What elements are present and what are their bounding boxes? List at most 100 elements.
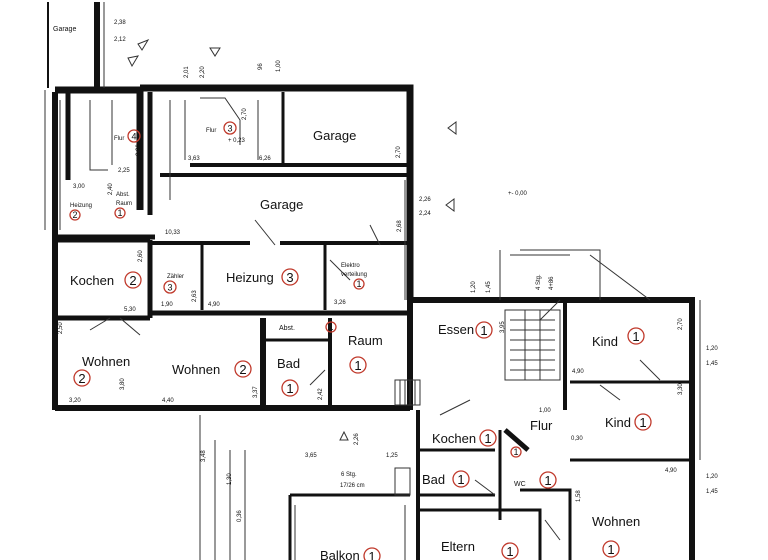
dim-label: 2,26 xyxy=(354,433,360,445)
dim-label: 0,30 xyxy=(571,436,583,442)
exterior-walls xyxy=(47,2,695,560)
dim-label: 5,30 xyxy=(124,307,136,313)
svg-text:2: 2 xyxy=(129,273,136,288)
svg-text:1: 1 xyxy=(506,544,513,559)
unit-marker: 1 xyxy=(501,542,519,560)
svg-text:4: 4 xyxy=(131,132,136,142)
room-label-wc: WC xyxy=(514,481,526,488)
room-label-wohnen-center: Wohnen xyxy=(172,362,220,377)
dim-label: 2,50 xyxy=(58,322,64,334)
unit-markers: 4 3 2 1 2 3 3 1 2 2 1 1 1 1 1 1 1 1 1 1 … xyxy=(69,121,652,560)
room-label-elektro-1: Elektro xyxy=(341,263,360,269)
room-label-wohnen-right: Wohnen xyxy=(592,514,640,529)
room-label-kind-bottom: Kind xyxy=(605,415,631,430)
svg-text:1: 1 xyxy=(544,473,551,488)
unit-marker: 1 xyxy=(349,356,367,374)
room-label-heizung-small: Heizung xyxy=(70,203,92,209)
unit-marker: 1 xyxy=(114,207,126,219)
dim-label: 1,45 xyxy=(486,281,492,293)
dim-label: 3,37 xyxy=(253,386,259,398)
dim-label: 2,70 xyxy=(242,108,248,120)
room-label-garage-top-left: Garage xyxy=(53,26,76,33)
unit-marker: 1 xyxy=(363,547,381,560)
svg-text:1: 1 xyxy=(286,381,293,396)
svg-text:1: 1 xyxy=(328,322,333,332)
room-label-kind-top: Kind xyxy=(592,334,618,349)
dim-label: 1,58 xyxy=(576,490,582,502)
dim-label: 2,70 xyxy=(396,146,402,158)
dim-label: + 0,23 xyxy=(228,138,246,144)
unit-marker: 1 xyxy=(602,540,620,558)
unit-marker: 1 xyxy=(479,429,497,447)
dim-label: 1,30 xyxy=(227,473,233,485)
dim-label: 2,42 xyxy=(318,388,324,400)
room-label-flur-right: Flur xyxy=(530,418,553,433)
dim-label: 2,60 xyxy=(138,250,144,262)
dim-label: 4,40 xyxy=(162,398,174,404)
dim-label: 0,36 xyxy=(237,510,243,522)
unit-marker: 1 xyxy=(452,470,470,488)
unit-marker: 1 xyxy=(510,446,522,458)
svg-text:1: 1 xyxy=(607,542,614,557)
svg-text:1: 1 xyxy=(484,431,491,446)
dim-label: 2,38 xyxy=(114,20,126,26)
room-label-eltern: Eltern xyxy=(441,539,475,554)
room-label-abst-raum-1: Abst. xyxy=(116,192,130,198)
dim-label: 4+86 xyxy=(549,276,555,290)
dim-label: 2,20 xyxy=(200,66,206,78)
svg-text:3: 3 xyxy=(167,283,172,293)
dim-label: 4 Stg. xyxy=(536,274,542,290)
room-labels: Garage Flur Flur Garage Garage Heizung A… xyxy=(53,26,640,560)
room-label-essen: Essen xyxy=(438,322,474,337)
room-label-wohnen-left: Wohnen xyxy=(82,354,130,369)
svg-text:1: 1 xyxy=(354,358,361,373)
dim-label: 3,30 xyxy=(678,383,684,395)
svg-text:3: 3 xyxy=(227,124,232,134)
dim-label: 6 Stg. xyxy=(341,472,357,478)
room-label-garage-top-right: Garage xyxy=(313,128,356,143)
dim-label: +- 0,00 xyxy=(508,191,528,197)
svg-text:2: 2 xyxy=(239,362,246,377)
unit-marker: 2 xyxy=(234,360,252,378)
dim-label: 2,40 xyxy=(108,183,114,195)
room-label-kochen-right: Kochen xyxy=(432,431,476,446)
unit-marker: 1 xyxy=(281,379,299,397)
svg-text:2: 2 xyxy=(72,210,77,220)
construction-lines xyxy=(44,2,701,560)
dim-label: 1,00 xyxy=(276,60,282,72)
dim-label: 1,20 xyxy=(706,474,718,480)
elevation-markers xyxy=(127,38,457,441)
dim-label: 3,26 xyxy=(334,300,346,306)
dim-label: 1,20 xyxy=(471,281,477,293)
svg-text:1: 1 xyxy=(480,323,487,338)
dim-label: 4,90 xyxy=(665,468,677,474)
room-label-flur3: Flur xyxy=(206,128,216,134)
dim-label: 2,25 xyxy=(118,168,130,174)
svg-text:1: 1 xyxy=(368,549,375,560)
dim-label: 3,80 xyxy=(120,378,126,390)
dim-label: 1,45 xyxy=(706,361,718,367)
dim-label: 2,01 xyxy=(184,66,190,78)
unit-marker: 3 xyxy=(163,280,177,294)
svg-text:2: 2 xyxy=(78,371,85,386)
unit-marker: 2 xyxy=(69,209,81,221)
dim-label: 2,63 xyxy=(192,290,198,302)
room-label-abst-raum-2: Raum xyxy=(116,201,132,207)
dim-label: 3,48 xyxy=(201,450,207,462)
svg-text:1: 1 xyxy=(356,279,361,289)
dim-label: 3,00 xyxy=(73,184,85,190)
unit-marker: 4 xyxy=(127,129,141,143)
dimension-labels: 2,38 2,12 2,01 2,20 96 1,00 2,70 3,30 2,… xyxy=(58,20,718,522)
dim-label: 2,68 xyxy=(397,220,403,232)
dim-label: 1,45 xyxy=(706,489,718,495)
unit-marker: 1 xyxy=(475,321,493,339)
room-label-bad-left: Bad xyxy=(277,356,300,371)
unit-marker: 1 xyxy=(539,471,557,489)
room-label-heizung-main: Heizung xyxy=(226,270,274,285)
unit-marker: 1 xyxy=(634,413,652,431)
room-label-abst-small: Abst. xyxy=(279,325,295,332)
unit-marker: 3 xyxy=(281,268,299,286)
svg-text:1: 1 xyxy=(639,415,646,430)
unit-marker: 2 xyxy=(73,369,91,387)
